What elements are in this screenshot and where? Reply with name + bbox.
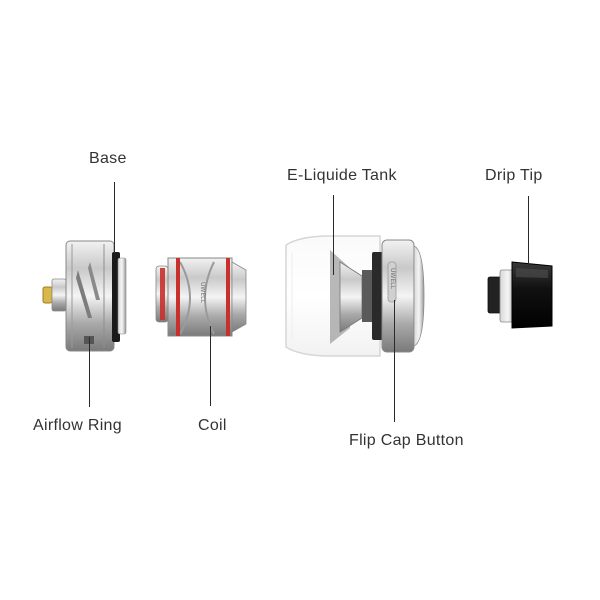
- label-flip-cap-button: Flip Cap Button: [349, 432, 464, 449]
- e-liquide-tank-leader-line: [333, 195, 334, 275]
- svg-text:UWELL: UWELL: [389, 268, 396, 289]
- airflow-ring-leader-line: [89, 337, 90, 407]
- label-e-liquide-tank: E-Liquide Tank: [287, 167, 397, 184]
- drip-tip-part: [487, 261, 553, 329]
- coil-part: UWELL: [155, 257, 247, 337]
- coil-leader-line: [210, 326, 211, 406]
- flip-cap-button-leader-line: [394, 300, 395, 422]
- drip-tip-leader-line: [528, 196, 529, 266]
- label-airflow-ring: Airflow Ring: [33, 417, 122, 434]
- tank-part: UWELL: [285, 235, 425, 357]
- svg-text:UWELL: UWELL: [199, 282, 206, 303]
- label-base: Base: [89, 150, 127, 167]
- base-leader-line: [114, 182, 115, 253]
- base-part: [42, 240, 127, 352]
- label-drip-tip: Drip Tip: [485, 167, 543, 184]
- label-coil: Coil: [198, 417, 227, 434]
